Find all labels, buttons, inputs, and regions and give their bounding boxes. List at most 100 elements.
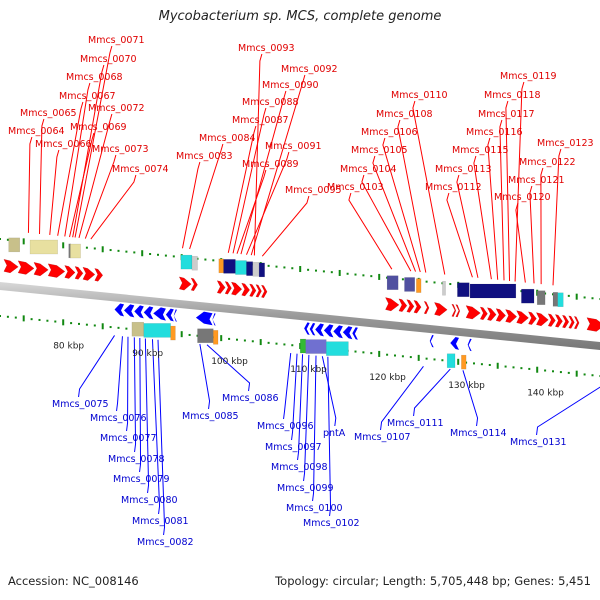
tick-mark-top bbox=[267, 264, 270, 267]
tick-mark-bottom bbox=[283, 343, 286, 346]
tick-mark-bottom bbox=[370, 352, 373, 355]
forward-gene-label: Mmcs_0087 bbox=[232, 115, 289, 126]
reverse-gene-arrow bbox=[309, 322, 316, 336]
forward-gene-arrow bbox=[528, 311, 537, 325]
forward-gene-label: Mmcs_0122 bbox=[519, 157, 576, 168]
reverse-gene-arrow bbox=[195, 311, 213, 326]
tick-mark-top bbox=[322, 270, 325, 273]
tick-mark-top bbox=[93, 247, 96, 250]
cog-box-forward bbox=[552, 292, 558, 307]
tick-mark-top bbox=[109, 249, 112, 252]
reverse-gene-arrow bbox=[124, 304, 135, 318]
forward-gene-label: Mmcs_0072 bbox=[88, 103, 145, 114]
tick-mark-bottom bbox=[401, 355, 404, 358]
tick-mark-top bbox=[212, 259, 215, 262]
reverse-gene-label: Mmcs_0082 bbox=[137, 537, 194, 548]
cog-box-forward bbox=[521, 288, 535, 304]
tick-mark-top bbox=[0, 238, 1, 240]
cog-box-forward bbox=[235, 260, 247, 275]
gene-arrows bbox=[3, 259, 600, 352]
tick-mark-bottom bbox=[409, 356, 412, 359]
label-leader-lines bbox=[27, 45, 600, 536]
scale-label: 130 kbp bbox=[448, 381, 485, 391]
reverse-leader-line bbox=[536, 386, 600, 436]
forward-gene-arrow bbox=[455, 304, 460, 318]
reverse-leader-line bbox=[462, 370, 479, 427]
forward-leader-line bbox=[57, 101, 84, 236]
tick-mark-top bbox=[101, 246, 104, 253]
forward-leader-line bbox=[181, 161, 201, 249]
forward-leader-line bbox=[515, 202, 526, 283]
tick-mark-bottom bbox=[125, 327, 128, 330]
forward-gene-arrow bbox=[385, 297, 400, 312]
tick-mark-bottom bbox=[425, 357, 428, 360]
reverse-gene-arrow bbox=[134, 305, 144, 319]
scale-label: 90 kbp bbox=[132, 349, 163, 359]
reverse-gene-arrow bbox=[212, 313, 216, 326]
cog-box-forward bbox=[416, 278, 422, 293]
forward-gene-label: Mmcs_0113 bbox=[435, 164, 492, 175]
forward-gene-arrow bbox=[94, 268, 103, 282]
tick-mark-top bbox=[307, 268, 310, 271]
reverse-gene-arrow bbox=[429, 334, 434, 348]
tick-mark-bottom bbox=[394, 354, 396, 357]
reverse-gene-arrow bbox=[114, 303, 125, 317]
tick-mark-top bbox=[433, 281, 436, 284]
tick-mark-bottom bbox=[188, 333, 191, 336]
tick-mark-bottom bbox=[433, 358, 436, 361]
tick-mark-bottom bbox=[520, 367, 523, 370]
tick-mark-bottom bbox=[457, 358, 460, 365]
tick-mark-bottom bbox=[0, 315, 1, 317]
reverse-gene-label: Mmcs_0096 bbox=[257, 421, 314, 432]
forward-gene-label: Mmcs_0112 bbox=[425, 182, 482, 193]
forward-gene-label: Mmcs_0074 bbox=[112, 164, 169, 175]
forward-leader-line bbox=[446, 192, 473, 278]
tick-mark-bottom bbox=[567, 371, 570, 374]
tick-mark-top bbox=[275, 265, 278, 268]
tick-mark-top bbox=[370, 275, 373, 278]
tick-mark-top bbox=[157, 253, 159, 256]
reverse-gene-label: Mmcs_0086 bbox=[222, 393, 279, 404]
tick-mark-top bbox=[6, 238, 9, 241]
reverse-leader-line bbox=[327, 356, 332, 517]
forward-gene-label: Mmcs_0068 bbox=[66, 72, 123, 83]
tick-mark-bottom bbox=[117, 326, 120, 329]
tick-mark-bottom bbox=[591, 374, 594, 377]
reverse-gene-label: pntA bbox=[323, 428, 346, 439]
cog-box-reverse bbox=[326, 341, 349, 356]
tick-mark-bottom bbox=[480, 363, 483, 366]
reverse-gene-label: Mmcs_0075 bbox=[52, 399, 109, 410]
scale-ticks bbox=[0, 238, 600, 378]
forward-leader-line bbox=[84, 154, 117, 239]
reverse-gene-label: Mmcs_0111 bbox=[387, 418, 444, 429]
reverse-leader-line bbox=[312, 355, 317, 502]
forward-leader-line bbox=[487, 137, 499, 280]
tick-mark-top bbox=[291, 267, 294, 270]
tick-mark-bottom bbox=[465, 361, 468, 364]
cog-box-forward bbox=[258, 262, 265, 278]
tick-mark-top bbox=[583, 296, 586, 299]
cog-box-reverse bbox=[170, 325, 176, 341]
tick-mark-top bbox=[401, 278, 404, 281]
scale-label: 110 kbp bbox=[290, 365, 327, 375]
forward-leader-line bbox=[74, 45, 113, 238]
tick-mark-bottom bbox=[291, 344, 294, 347]
forward-gene-arrow bbox=[47, 263, 66, 278]
forward-gene-arrow bbox=[3, 259, 19, 273]
tick-mark-top bbox=[125, 250, 128, 253]
forward-gene-label: Mmcs_0064 bbox=[8, 126, 65, 137]
tick-mark-bottom bbox=[378, 350, 381, 357]
tick-mark-bottom bbox=[559, 371, 562, 374]
tick-mark-bottom bbox=[275, 342, 278, 345]
reverse-leader-line bbox=[291, 353, 298, 441]
forward-leader-line bbox=[246, 151, 290, 255]
reverse-gene-label: Mmcs_0107 bbox=[354, 432, 411, 443]
reverse-gene-arrow bbox=[333, 325, 343, 339]
tick-mark-top bbox=[164, 254, 167, 257]
forward-gene-label: Mmcs_0084 bbox=[199, 133, 256, 144]
forward-leader-line bbox=[90, 174, 137, 240]
forward-gene-label: Mmcs_0118 bbox=[484, 90, 541, 101]
reverse-gene-arrow bbox=[153, 307, 166, 321]
forward-leader-line bbox=[499, 119, 505, 281]
